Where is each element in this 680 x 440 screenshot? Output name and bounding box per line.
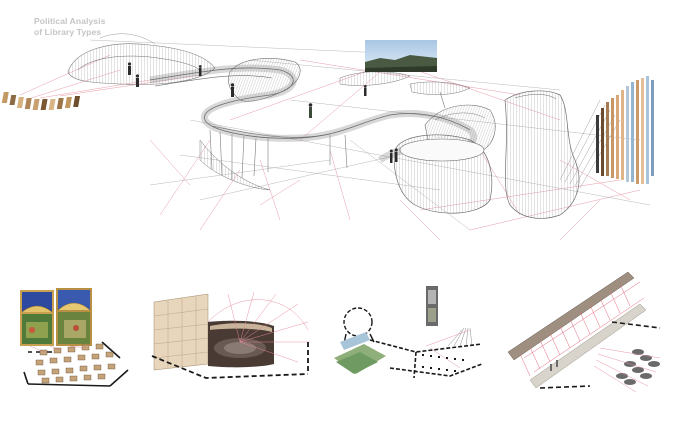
sightlines — [425, 329, 471, 369]
floor-plan — [23, 341, 129, 387]
bookshelf-wall — [153, 293, 209, 371]
book-spines-right — [596, 76, 654, 184]
hall-shelves — [507, 271, 647, 389]
dome-sightlines — [207, 291, 310, 363]
library-type-panel-4 — [507, 271, 661, 393]
manuscript-image-left — [20, 290, 54, 346]
photo-thumbnail-icon — [365, 40, 437, 72]
page-title: Political Analysis of Library Types — [34, 16, 106, 37]
courtyard-photo — [334, 332, 386, 374]
stair-form — [199, 139, 271, 191]
library-type-panel-2 — [151, 291, 310, 379]
reading-room-photo — [208, 320, 274, 368]
sightlines — [29, 345, 87, 353]
section-photos — [426, 286, 438, 326]
drum-ring — [393, 134, 493, 214]
artifacts-row-left — [1, 92, 81, 110]
column-grid — [422, 354, 464, 372]
figure-icon — [550, 360, 558, 371]
plan-walls — [539, 321, 661, 389]
library-type-panel-1 — [20, 288, 129, 387]
plan-walls — [369, 339, 483, 379]
floor-plan-dashed — [151, 342, 309, 379]
main-perspective-diagram — [1, 33, 654, 241]
sightlines — [593, 347, 661, 393]
library-type-panel-3 — [334, 286, 483, 379]
red-fins — [519, 281, 645, 377]
fan-sketch — [447, 327, 473, 347]
wave-ring-left — [67, 33, 216, 85]
canopy-small — [339, 71, 471, 109]
curved-wall-right — [504, 90, 580, 219]
figure-icon — [127, 62, 398, 163]
desk-grid — [35, 343, 116, 384]
shell-canopy-center — [228, 58, 301, 102]
manuscript-image-right — [56, 288, 92, 346]
